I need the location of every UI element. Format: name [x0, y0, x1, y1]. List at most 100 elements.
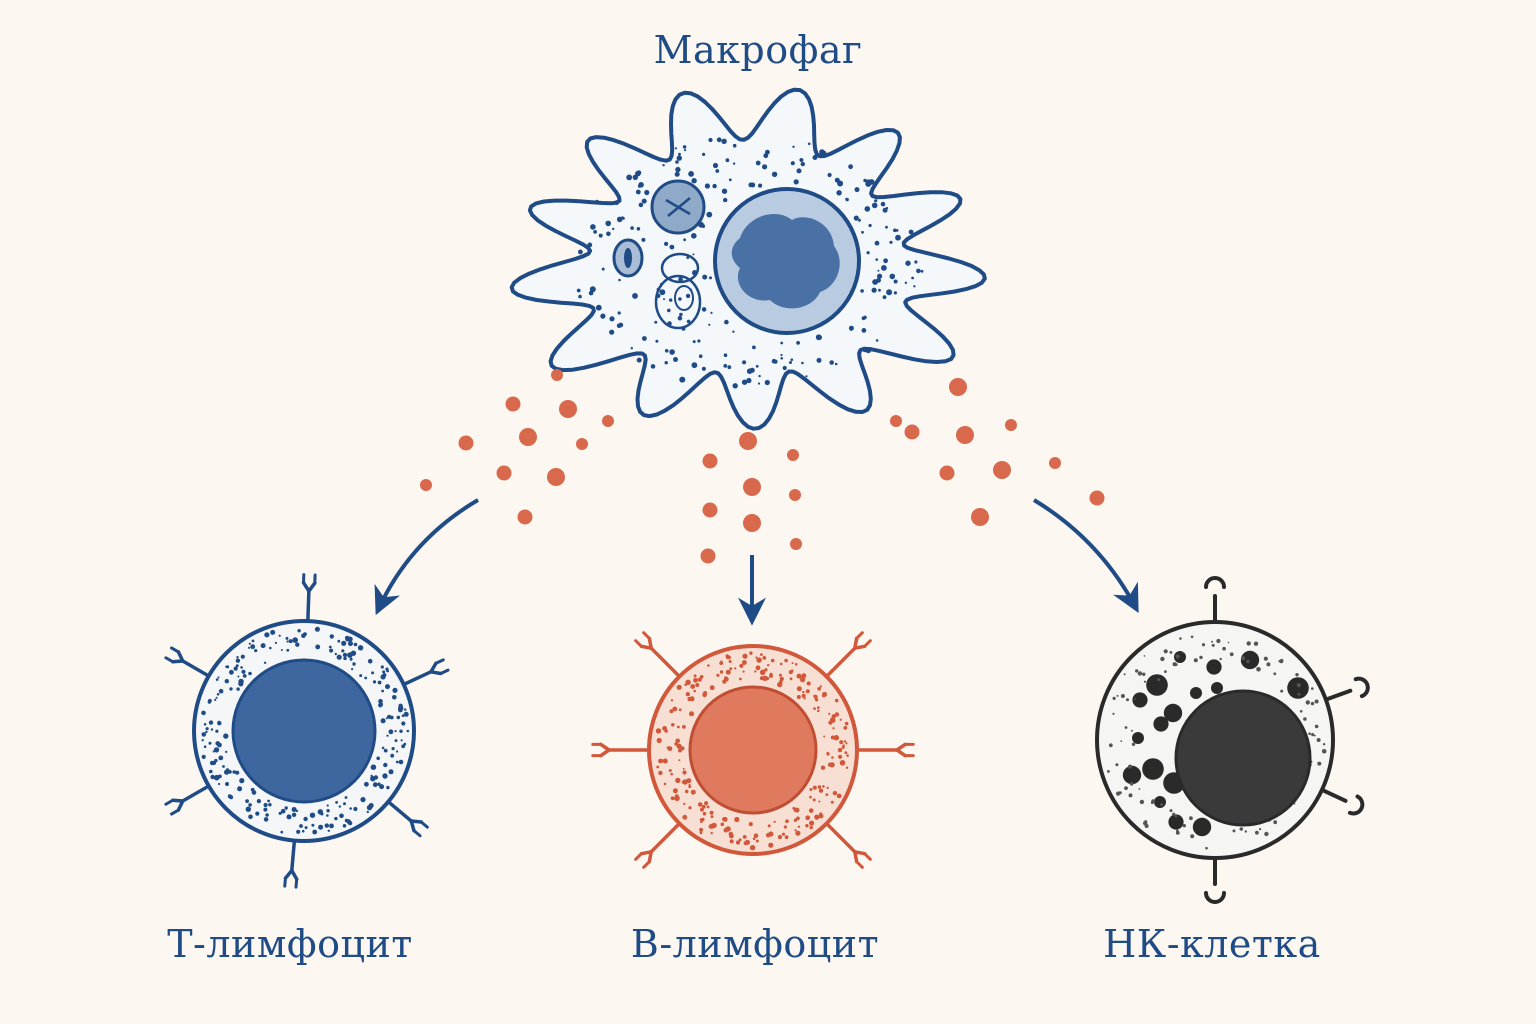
t-cell-granule	[286, 640, 289, 643]
t-cell-granule	[364, 676, 368, 680]
macrophage-granule	[636, 357, 642, 363]
b-cell-granule	[709, 810, 714, 815]
b-cell-granule	[796, 816, 800, 821]
t-cell-granule	[342, 824, 347, 828]
macrophage-granule	[712, 183, 717, 189]
t-cell-granule	[376, 756, 381, 761]
b-cell-granule	[796, 673, 802, 679]
macrophage-label: Макрофаг	[653, 28, 863, 72]
t-cell-granule	[265, 813, 269, 817]
macrophage-granule	[914, 260, 918, 264]
t-cell-granule	[380, 674, 386, 680]
b-cell-granule	[725, 669, 731, 675]
nk-cell-speckle	[1299, 710, 1303, 713]
t-cell-granule	[201, 732, 207, 737]
nk-cell-speckle	[1232, 829, 1236, 833]
t-cell-granule	[367, 658, 373, 664]
b-cell-granule	[709, 823, 715, 829]
b-cell-granule	[813, 707, 816, 710]
t-cell-granule	[404, 708, 407, 711]
nk-cell-speckle	[1190, 635, 1194, 639]
nk-cell-speckle	[1246, 641, 1251, 646]
b-cell-granule	[742, 835, 747, 839]
t-cell-granule	[386, 785, 390, 790]
macrophage-granule	[723, 364, 728, 368]
t-cell-granule	[217, 742, 222, 748]
signal-dot	[890, 415, 902, 427]
t-cell-granule	[320, 812, 324, 816]
macrophage-granule	[895, 229, 899, 232]
t-cell-granule	[210, 774, 215, 780]
macrophage-granule	[871, 202, 878, 209]
b-cell-granule	[783, 825, 788, 829]
t-cell-granule	[326, 804, 329, 807]
signal-dot	[787, 449, 799, 461]
macrophage-granule	[889, 240, 893, 244]
t-cell-granule	[209, 769, 213, 774]
b-cell-granule	[765, 676, 770, 681]
nk-cell-speckle	[1108, 743, 1113, 748]
t-cell-granule	[229, 795, 234, 800]
b-cell-granule	[839, 760, 846, 766]
t-cell-granule	[214, 758, 218, 763]
t-cell-granule	[215, 729, 219, 733]
signal-dot	[602, 415, 614, 427]
t-cell-granule	[344, 818, 349, 823]
macrophage-granule	[630, 347, 633, 350]
macrophage-granule	[801, 361, 804, 365]
t-cell-granule	[229, 669, 234, 675]
t-cell-granule	[328, 645, 332, 649]
nk-cell-speckle	[1308, 732, 1311, 735]
b-cell-granule	[660, 759, 664, 763]
b-cell-granule	[700, 807, 704, 812]
t-cell-granule	[263, 661, 267, 664]
t-cell-granule	[335, 801, 338, 804]
t-cell-granule	[370, 776, 376, 782]
macrophage-granule	[732, 330, 735, 333]
b-cell-granule	[814, 814, 820, 820]
macrophage-granule	[638, 182, 644, 188]
nk-cell-speckle	[1266, 662, 1271, 667]
macrophage-granule	[614, 200, 620, 206]
t-cell-granule	[347, 820, 353, 826]
macrophage-granule	[654, 320, 658, 324]
b-cell-granule	[682, 770, 687, 775]
macrophage-granule	[880, 201, 886, 207]
macrophage-granule	[678, 152, 681, 156]
b-cell-granule	[834, 698, 839, 703]
t-cell-granule	[241, 669, 246, 674]
macrophage-granule	[853, 215, 859, 221]
b-cell-granule	[699, 675, 704, 679]
macrophage-granule	[655, 339, 659, 343]
macrophage-granule	[692, 340, 696, 344]
b-cell-granule	[703, 691, 708, 696]
macrophage-granule	[771, 358, 777, 364]
nk-cell-speckle	[1280, 689, 1284, 693]
macrophage-granule	[771, 171, 778, 177]
t-cell-granule	[248, 646, 251, 649]
t-cell-granule	[280, 830, 284, 834]
t-cell-granule	[329, 648, 334, 653]
t-cell-granule	[353, 642, 358, 647]
b-cell-granule	[670, 772, 673, 776]
t-cell-receptors	[164, 573, 450, 889]
signal-dot	[956, 426, 974, 444]
signal-dot	[1089, 490, 1105, 506]
macrophage-granule	[667, 308, 671, 313]
macrophage-granule	[609, 329, 615, 335]
macrophage-granule	[905, 260, 911, 266]
nk-cell-speckle	[1317, 761, 1322, 766]
b-cell-granule	[812, 798, 816, 802]
t-cell-granule	[400, 739, 403, 742]
b-cell-granule	[779, 680, 783, 684]
b-cell-granule	[817, 687, 821, 691]
b-cell-granule	[839, 740, 844, 745]
b-cell-granule	[831, 756, 834, 759]
signal-dot	[1049, 457, 1061, 469]
macrophage-granule	[848, 325, 854, 331]
macrophage-granule	[617, 311, 621, 315]
t-cell-nucleus	[231, 658, 377, 804]
macrophage-granule	[701, 366, 707, 371]
b-cell-antibody	[855, 742, 915, 758]
macrophage-granule	[886, 289, 893, 296]
